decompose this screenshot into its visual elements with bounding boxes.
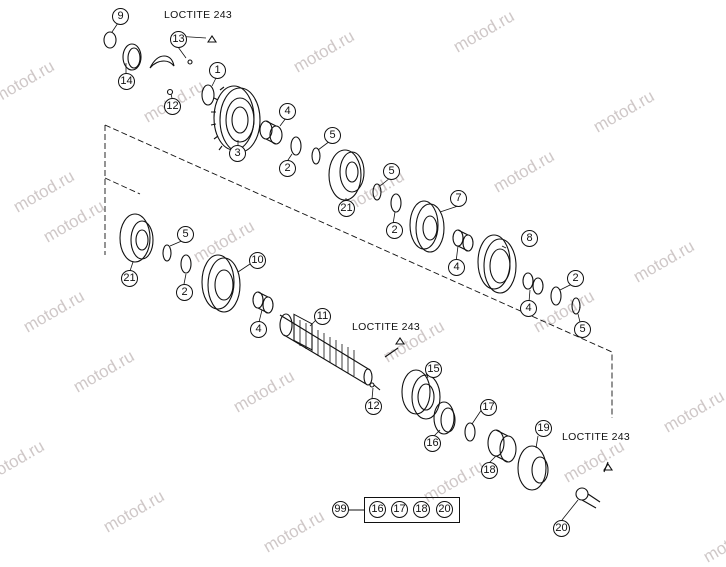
callout-3: 3 [229,145,246,162]
bolt-12-bottom [369,337,406,391]
callout-13: 13 [170,31,187,48]
callout-14: 14 [118,73,135,90]
small-bolt-top [166,35,218,96]
washer-2-left [180,254,192,274]
assembly-frame [104,124,613,418]
gear-8 [477,234,517,294]
loctite-label-top: LOCTITE 243 [164,9,233,21]
callout-4-top: 4 [279,103,296,120]
callout-8: 8 [521,230,538,247]
callout-5-left: 5 [177,226,194,243]
callout-5-mid: 5 [383,163,400,180]
loctite-label-bottom: LOCTITE 243 [562,431,631,443]
callout-5-top: 5 [324,127,341,144]
bushing-18 [487,429,517,463]
clip-14 [149,55,175,69]
kit-connector [349,509,364,511]
washer-2-top [290,136,302,156]
callout-2-top: 2 [279,160,296,177]
callout-1: 1 [209,62,226,79]
callout-18: 18 [481,462,498,479]
kit-callout-17: 17 [391,501,408,518]
shaft-11 [279,313,373,386]
callout-4-lower-right: 4 [520,300,537,317]
washer-5-top [311,147,321,165]
callout-2-right: 2 [567,270,584,287]
callout-15: 15 [425,361,442,378]
loctite-arrow-bottom-right [602,461,614,473]
callout-4-left: 4 [250,321,267,338]
sprocket-19 [517,445,549,491]
leader-lines [111,22,581,521]
kit-callout-18: 18 [413,501,430,518]
gear-10 [201,254,241,313]
gear-7 [409,200,445,253]
callout-11: 11 [314,308,331,325]
washer-17 [464,422,476,442]
callout-21-top: 21 [338,200,355,217]
callout-2-left: 2 [176,284,193,301]
kit-callout-16: 16 [369,501,386,518]
washer-5-mid [372,183,382,201]
kit-callout-20: 20 [436,501,453,518]
bearing-4-lower-right [522,272,544,295]
callout-99: 99 [332,501,349,518]
seal-16 [433,401,456,435]
washer-5-left [162,244,172,262]
bearing-4-left [252,291,274,314]
bearing-15 [401,369,441,420]
washer-2-mid [390,193,402,213]
bearing-ring-9 [103,31,142,71]
loctite-label-middle: LOCTITE 243 [352,321,421,333]
bolt-20 [575,487,601,509]
washer-2-right [550,286,562,306]
callout-9: 9 [112,8,129,25]
callout-4-right: 4 [448,259,465,276]
callout-19: 19 [535,420,552,437]
parts-drawing [103,22,614,521]
washer-1 [201,84,215,106]
callout-10: 10 [249,252,266,269]
callout-7: 7 [450,190,467,207]
callout-17: 17 [480,399,497,416]
bearing-4-top [259,120,283,145]
callout-2-mid: 2 [386,222,403,239]
callout-12-bottom: 12 [365,398,382,415]
callout-16: 16 [424,435,441,452]
callout-20-bottom: 20 [553,520,570,537]
callout-21-left: 21 [121,270,138,287]
kit-contents-box [364,497,460,523]
callout-5-right: 5 [574,321,591,338]
callout-12-top: 12 [164,98,181,115]
hub-21-left [119,213,154,263]
washer-5-right [571,297,581,315]
